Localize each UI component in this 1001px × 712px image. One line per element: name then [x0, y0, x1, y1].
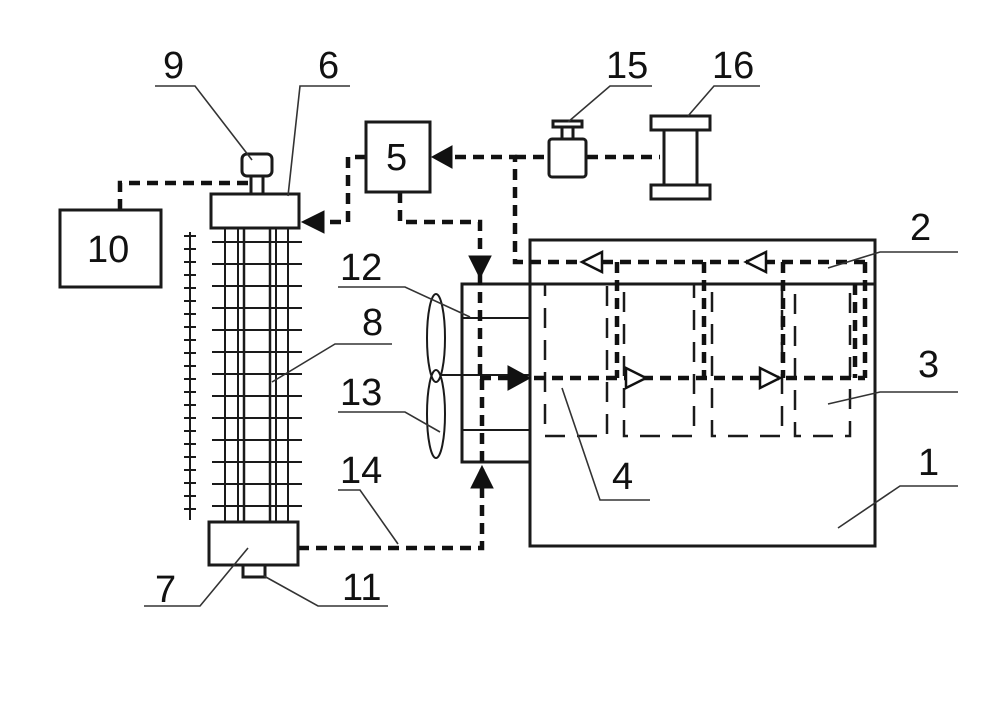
label-2: 2 — [910, 207, 931, 249]
supply-pipe-to-tank — [397, 192, 483, 378]
arrow-left-upper-b — [743, 249, 768, 275]
label-13: 13 — [340, 372, 382, 414]
leader-13 — [338, 411, 441, 433]
leader-9 — [155, 85, 253, 161]
label-7: 7 — [155, 569, 176, 611]
leader-2 — [827, 251, 958, 269]
component-7-bottom-cap — [207, 520, 300, 567]
side-housing — [460, 282, 530, 464]
fan-blade-lower — [426, 369, 446, 459]
upper-flow-pipe — [430, 154, 865, 265]
label-8: 8 — [362, 302, 383, 344]
arrow-up-return — [470, 464, 494, 489]
pipe-7-to-tank — [298, 378, 485, 551]
signal-line-10 — [117, 180, 252, 210]
leader-12 — [338, 286, 471, 318]
arrow-down-supply — [468, 255, 492, 280]
compartment-3 — [710, 282, 784, 438]
arrow-into-5 — [430, 145, 453, 169]
arrow-left-upper-a — [579, 249, 604, 275]
leader-11 — [263, 575, 388, 607]
leader-14 — [338, 489, 399, 545]
pipe-5-to-6 — [305, 154, 366, 225]
label-12: 12 — [340, 247, 382, 289]
compartment-2 — [622, 282, 696, 438]
leader-3 — [827, 391, 958, 405]
component-11-outlet — [241, 563, 267, 579]
label-5: 5 — [386, 137, 407, 179]
scale-ticks — [184, 235, 196, 510]
leader-7 — [144, 547, 249, 607]
label-11: 11 — [342, 567, 381, 609]
label-14: 14 — [340, 450, 382, 492]
arrow-right-lower-b — [758, 365, 783, 391]
component-6-top-cap — [209, 192, 301, 230]
compartment-1 — [543, 282, 609, 438]
component-10-box — [58, 208, 163, 289]
label-15: 15 — [606, 45, 648, 87]
leader-16 — [687, 85, 760, 117]
label-4: 4 — [612, 456, 633, 498]
leader-1 — [837, 485, 958, 529]
component-9-neck — [249, 174, 265, 196]
leader-15 — [567, 85, 652, 123]
fan-blade-upper — [426, 293, 446, 383]
component-15-body — [547, 137, 588, 179]
label-16: 16 — [712, 45, 754, 87]
component-15-cap — [551, 119, 584, 129]
label-3: 3 — [918, 344, 939, 386]
arrow-right-lower-a — [624, 365, 649, 391]
component-9-sensor — [240, 152, 274, 178]
leader-4 — [561, 387, 650, 501]
leader-8 — [271, 343, 392, 383]
label-1: 1 — [918, 442, 939, 484]
component-16-top — [649, 114, 712, 132]
component-16-body — [662, 128, 699, 187]
label-10: 10 — [87, 229, 129, 271]
component-16-bottom — [649, 183, 712, 201]
arrow-into-6 — [300, 210, 325, 234]
arrow-right-lower — [507, 365, 532, 391]
label-9: 9 — [163, 45, 184, 87]
coil-windings — [212, 241, 302, 507]
label-6: 6 — [318, 45, 339, 87]
leader-6 — [287, 85, 350, 197]
component-5-box — [364, 120, 432, 194]
compartment-4 — [793, 282, 852, 438]
